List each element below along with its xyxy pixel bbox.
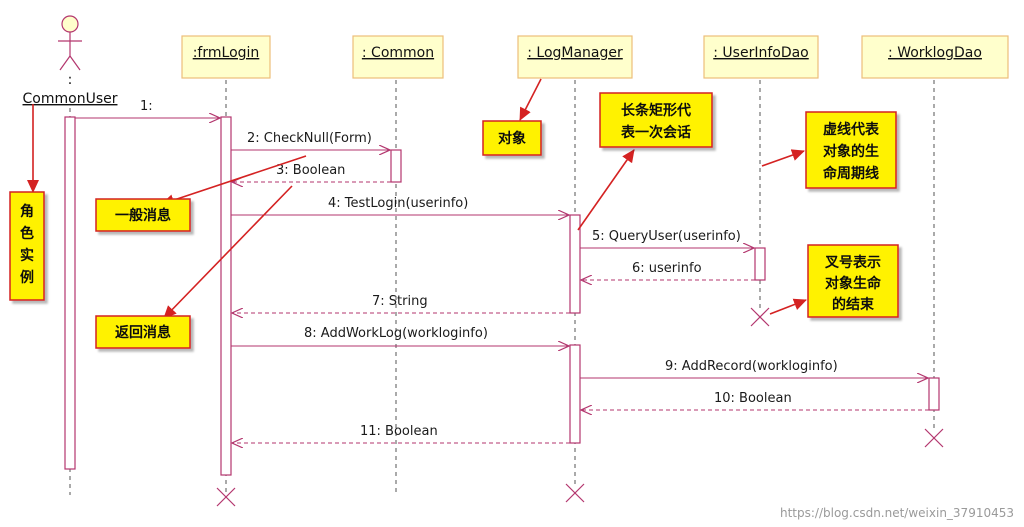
note-box bbox=[482, 120, 542, 156]
note-line-1: 角 bbox=[20, 203, 34, 220]
message-6-label: 6: userinfo bbox=[632, 261, 702, 276]
object-box bbox=[861, 35, 1009, 79]
note-line-2: 色 bbox=[20, 225, 34, 242]
activation-logmanager-1 bbox=[569, 214, 581, 314]
actor-name: CommonUser bbox=[23, 91, 118, 107]
message-11-label: 11: Boolean bbox=[360, 424, 438, 439]
note-box bbox=[95, 198, 191, 232]
message-4-label: 4: TestLogin(userinfo) bbox=[328, 196, 468, 211]
activation-commonuser bbox=[64, 116, 76, 470]
object-label: : WorklogDao bbox=[888, 45, 982, 61]
activation-common bbox=[390, 149, 402, 183]
object-header-userinfodao: : UserInfoDao bbox=[703, 35, 819, 79]
pointer-destroy bbox=[769, 298, 807, 315]
object-label: : UserInfoDao bbox=[713, 45, 809, 61]
note-line-2: 表一次会话 bbox=[620, 124, 691, 141]
note-return-message: 返回消息 bbox=[95, 315, 191, 349]
object-label: : Common bbox=[362, 45, 434, 61]
message-7-label: 7: String bbox=[372, 294, 428, 309]
actor-colon: : bbox=[68, 72, 73, 88]
note-text: 返回消息 bbox=[115, 324, 171, 341]
message-labels: 1: 2: CheckNull(Form) 3: Boolean 4: Test… bbox=[140, 99, 838, 439]
note-actor-instance: 角 色 实 例 bbox=[9, 191, 45, 301]
note-destroy: 叉号表示 对象生命 的结束 bbox=[807, 244, 899, 318]
note-line-2: 对象生命 bbox=[825, 275, 882, 292]
note-box bbox=[95, 315, 191, 349]
object-box bbox=[181, 35, 271, 79]
activation-userinfodao bbox=[754, 247, 766, 281]
note-box bbox=[805, 111, 897, 189]
note-session: 长条矩形代 表一次会话 bbox=[599, 92, 713, 148]
note-line-2: 对象的生 bbox=[823, 143, 879, 160]
note-line-3: 的结束 bbox=[832, 296, 875, 313]
pointer-general-message bbox=[161, 155, 307, 206]
watermark: https://blog.csdn.net/weixin_37910453 bbox=[780, 506, 1014, 520]
object-label: :frmLogin bbox=[193, 45, 260, 61]
activations bbox=[64, 116, 940, 476]
note-box bbox=[9, 191, 45, 301]
pointer-session bbox=[577, 149, 635, 231]
object-header-frmlogin: :frmLogin bbox=[181, 35, 271, 79]
object-box bbox=[517, 35, 633, 79]
message-2-label: 2: CheckNull(Form) bbox=[247, 131, 372, 146]
message-5-label: 5: QueryUser(userinfo) bbox=[592, 229, 741, 244]
object-header-common: : Common bbox=[352, 35, 444, 79]
object-header-worklogdao: : WorklogDao bbox=[861, 35, 1009, 79]
note-line-1: 虚线代表 bbox=[823, 121, 880, 138]
destroy-mark-worklogdao bbox=[924, 428, 944, 448]
object-box bbox=[352, 35, 444, 79]
pointer-arrows bbox=[27, 78, 807, 319]
note-text: 一般消息 bbox=[115, 207, 171, 224]
object-header-logmanager: : LogManager bbox=[517, 35, 633, 79]
note-text: 对象 bbox=[498, 130, 526, 147]
actor-leg-left bbox=[59, 55, 71, 71]
pointer-object bbox=[519, 78, 542, 121]
pointer-return-message bbox=[163, 185, 293, 319]
note-lifeline: 虚线代表 对象的生 命周期线 bbox=[805, 111, 897, 189]
activation-frmlogin bbox=[220, 116, 232, 476]
activation-logmanager-2 bbox=[569, 344, 581, 444]
message-9-label: 9: AddRecord(workloginfo) bbox=[665, 359, 838, 374]
note-line-1: 长条矩形代 bbox=[621, 102, 691, 119]
note-line-3: 命周期线 bbox=[822, 165, 879, 182]
object-box bbox=[703, 35, 819, 79]
message-1-label: 1: bbox=[140, 99, 153, 114]
note-box bbox=[599, 92, 713, 148]
note-line-3: 实 bbox=[20, 247, 34, 264]
actor-commonuser: : CommonUser bbox=[23, 15, 118, 107]
actor-head bbox=[61, 15, 79, 33]
destroy-mark-frmlogin bbox=[216, 487, 236, 507]
pointer-lifeline bbox=[761, 149, 805, 167]
destroy-marks bbox=[216, 307, 944, 507]
note-object: 对象 bbox=[482, 120, 542, 156]
object-label: : LogManager bbox=[527, 45, 623, 61]
message-3-label: 3: Boolean bbox=[276, 163, 345, 178]
activation-worklogdao bbox=[928, 377, 940, 411]
actor-leg-right bbox=[69, 55, 81, 71]
note-box bbox=[807, 244, 899, 318]
note-line-1: 叉号表示 bbox=[824, 254, 881, 271]
note-line-4: 例 bbox=[20, 269, 34, 286]
message-10-label: 10: Boolean bbox=[714, 391, 792, 406]
message-8-label: 8: AddWorkLog(workloginfo) bbox=[304, 326, 488, 341]
destroy-mark-logmanager bbox=[565, 483, 585, 503]
messages bbox=[75, 118, 929, 443]
note-general-message: 一般消息 bbox=[95, 198, 191, 232]
destroy-mark-userinfodao bbox=[750, 307, 770, 327]
